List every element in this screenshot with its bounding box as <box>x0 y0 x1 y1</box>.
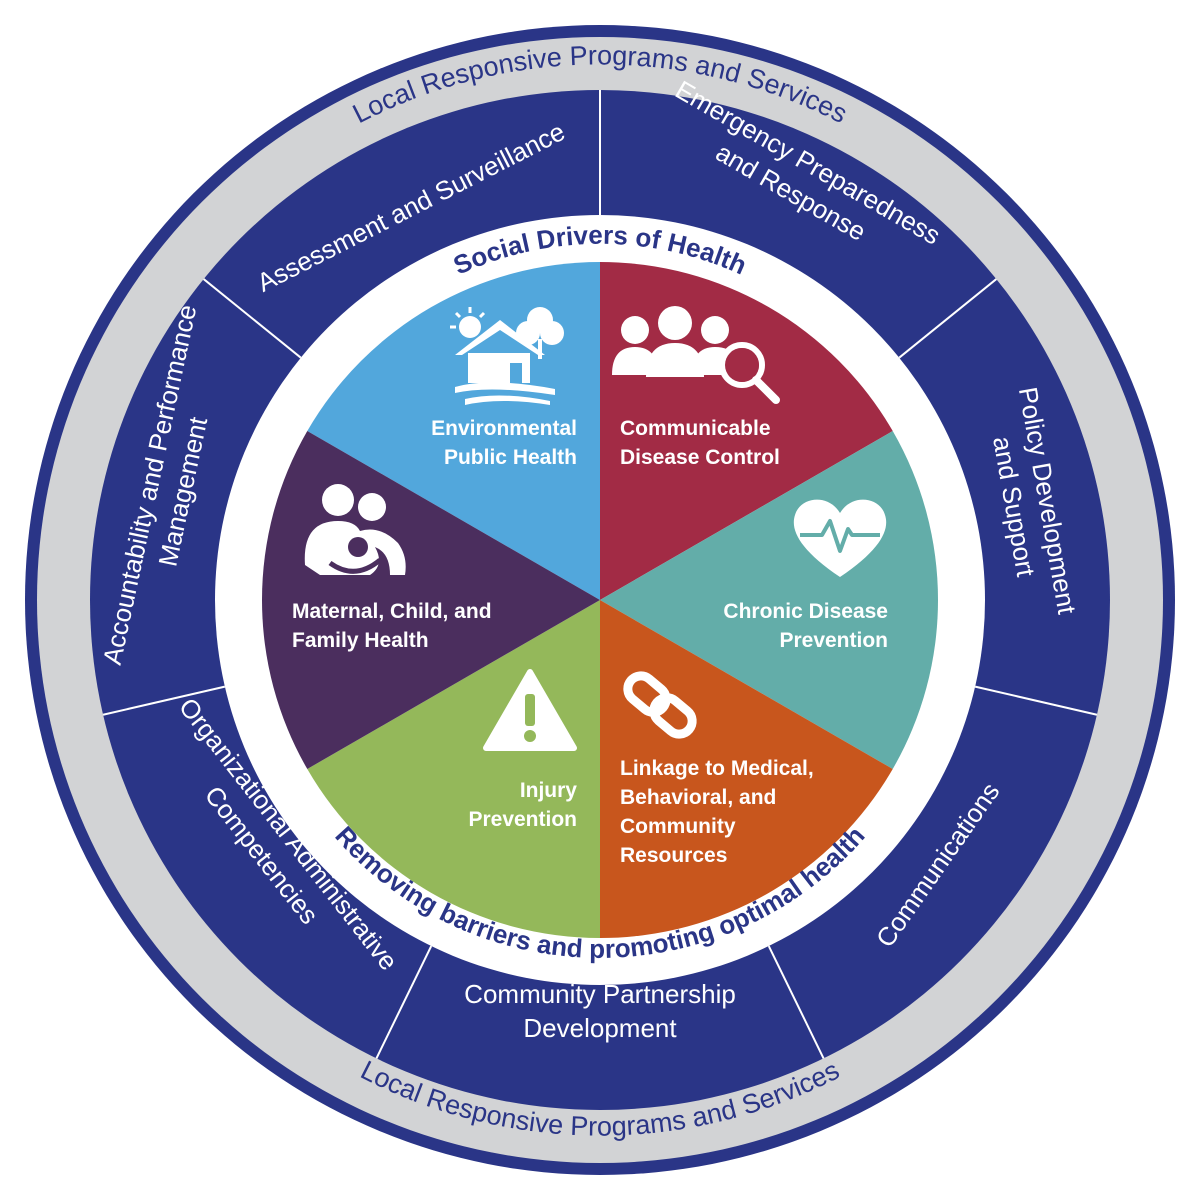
capability-divider <box>375 945 433 1059</box>
capability-divider <box>767 945 825 1059</box>
wedge-linkage <box>599 600 893 939</box>
house-icon <box>450 307 564 405</box>
chain-link-icon <box>623 671 697 739</box>
people-magnifier-icon <box>612 306 780 404</box>
heart-pulse-icon <box>793 499 887 577</box>
capability-divider <box>974 685 1098 716</box>
capability-divider <box>102 685 226 716</box>
capability-dividers <box>102 90 1098 1059</box>
capability-divider <box>203 278 302 359</box>
wedge-maternal <box>261 431 600 770</box>
family-icon <box>304 484 406 575</box>
capability-divider <box>898 278 997 359</box>
warning-icon <box>483 669 577 751</box>
